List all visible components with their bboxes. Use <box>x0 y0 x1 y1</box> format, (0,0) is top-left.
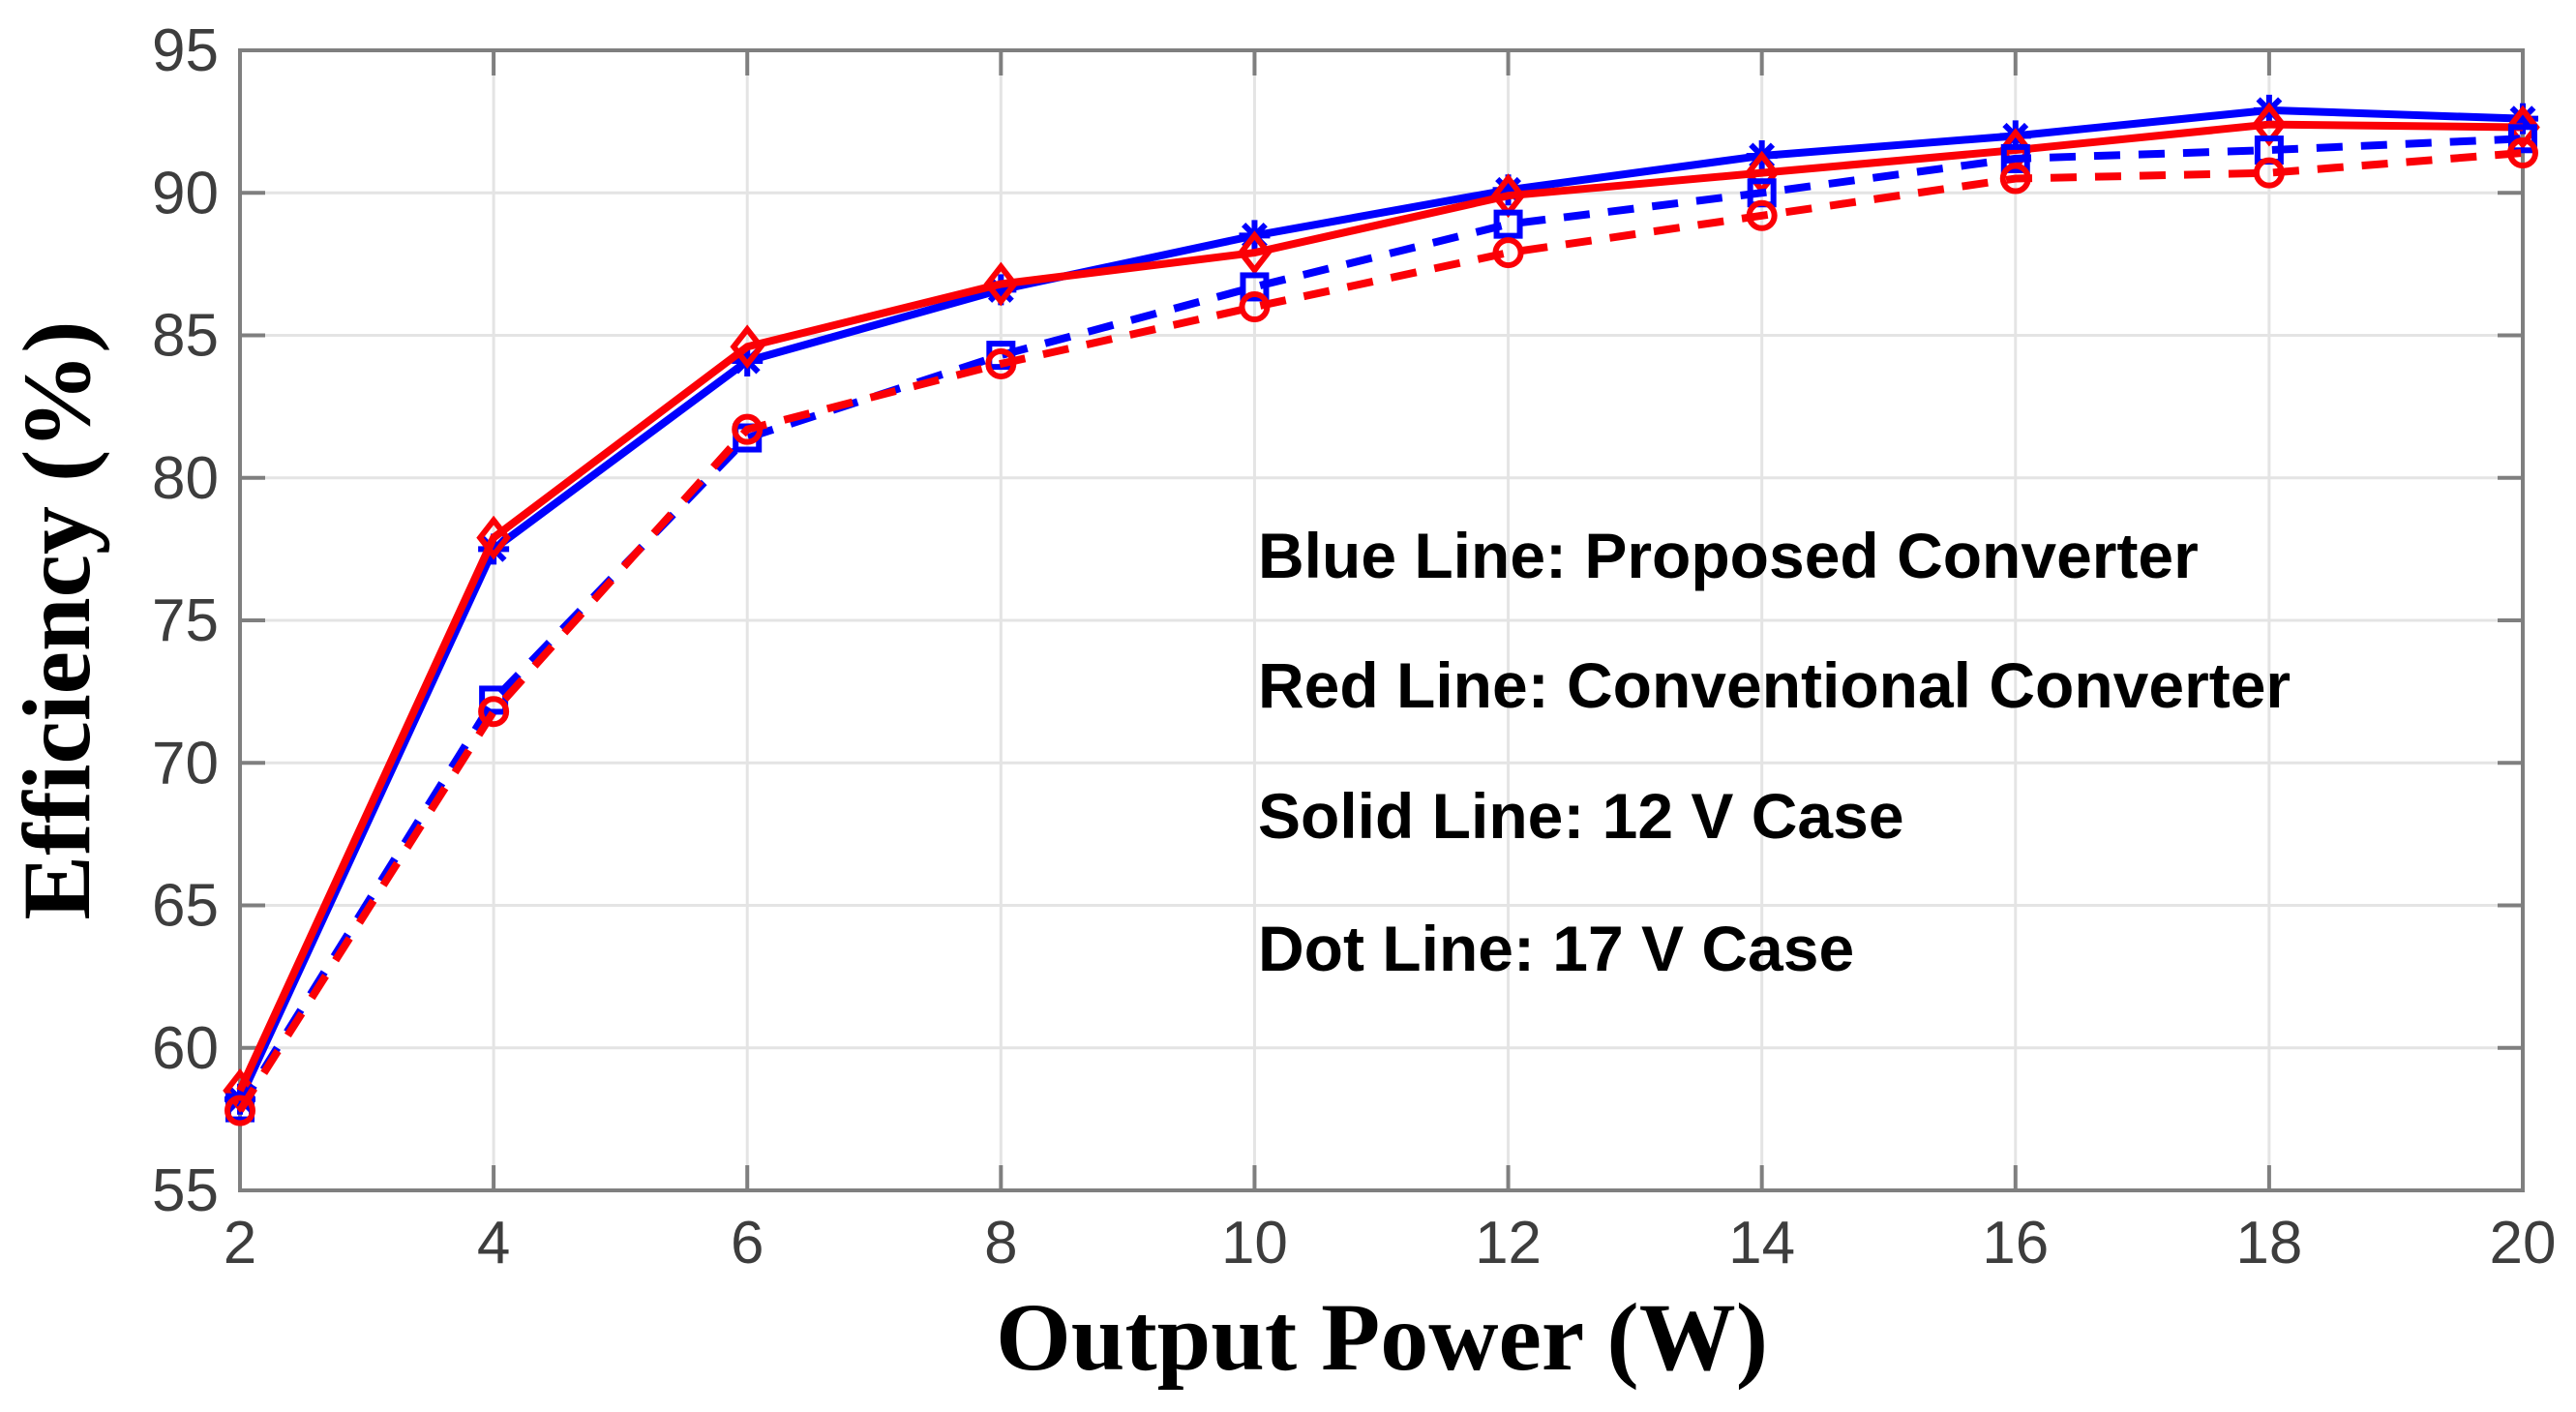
x-tick-label: 4 <box>477 1210 510 1277</box>
diamond-marker <box>730 324 765 370</box>
y-tick-label: 85 <box>152 303 219 370</box>
gridlines <box>240 50 2523 1190</box>
square-marker <box>1493 209 1523 239</box>
diamond-marker <box>983 261 1019 307</box>
y-tick-label: 55 <box>152 1157 219 1224</box>
series-line <box>236 135 2524 1110</box>
series-line <box>236 149 2524 1113</box>
y-tick-label: 95 <box>152 17 219 84</box>
circle-marker <box>985 347 1017 379</box>
x-tick-label: 18 <box>2235 1210 2302 1277</box>
y-tick-label: 75 <box>152 587 219 654</box>
circle-marker <box>2507 137 2538 169</box>
y-axis-title: Efficiency (%) <box>3 320 110 919</box>
axis-ticks <box>238 48 2525 1192</box>
circle-marker <box>1239 291 1271 323</box>
square-marker <box>1240 272 1270 302</box>
x-tick-label: 2 <box>224 1210 256 1277</box>
y-tick-label: 90 <box>152 160 219 226</box>
annotation-red-line: Red Line: Conventional Converter <box>1258 649 2291 721</box>
square-marker <box>2508 124 2537 154</box>
x-axis-title: Output Power (W) <box>996 1283 1768 1391</box>
x-tick-label: 16 <box>1982 1210 2049 1277</box>
circle-marker <box>2253 157 2285 189</box>
circle-marker <box>1492 237 1524 269</box>
diamond-marker <box>2505 105 2540 150</box>
annotation-dot-line: Dot Line: 17 V Case <box>1258 913 1854 984</box>
x-tick-label: 14 <box>1728 1210 1795 1277</box>
y-tick-label: 65 <box>152 873 219 940</box>
y-tick-label: 70 <box>152 730 219 796</box>
x-tick-label: 8 <box>984 1210 1017 1277</box>
annotation-blue-line: Blue Line: Proposed Converter <box>1258 520 2199 591</box>
series-line <box>236 105 2524 1101</box>
circle-marker <box>732 413 764 445</box>
y-tick-label: 60 <box>152 1015 219 1082</box>
data-series <box>223 94 2540 1127</box>
circle-marker <box>478 696 510 728</box>
circle-marker <box>1999 163 2031 195</box>
circle-marker <box>225 1095 255 1127</box>
series-conventional-17v <box>225 137 2538 1127</box>
x-tick-label: 20 <box>2490 1210 2557 1277</box>
diamond-marker <box>2252 102 2287 147</box>
circle-marker <box>1746 199 1778 231</box>
x-tick-label: 12 <box>1475 1210 1542 1277</box>
series-line <box>236 120 2524 1093</box>
diamond-marker <box>476 515 511 560</box>
tick-labels: 2 4 6 8 10 12 14 16 18 20 55 60 65 70 75 80 85 90 95 <box>152 17 2556 1277</box>
x-tick-label: 6 <box>731 1210 764 1277</box>
diamond-marker <box>1237 230 1273 275</box>
square-marker <box>479 685 509 715</box>
x-tick-label: 10 <box>1221 1210 1288 1277</box>
annotation-solid-line: Solid Line: 12 V Case <box>1258 780 1904 852</box>
y-tick-label: 80 <box>152 445 219 512</box>
square-marker <box>2000 143 2030 173</box>
